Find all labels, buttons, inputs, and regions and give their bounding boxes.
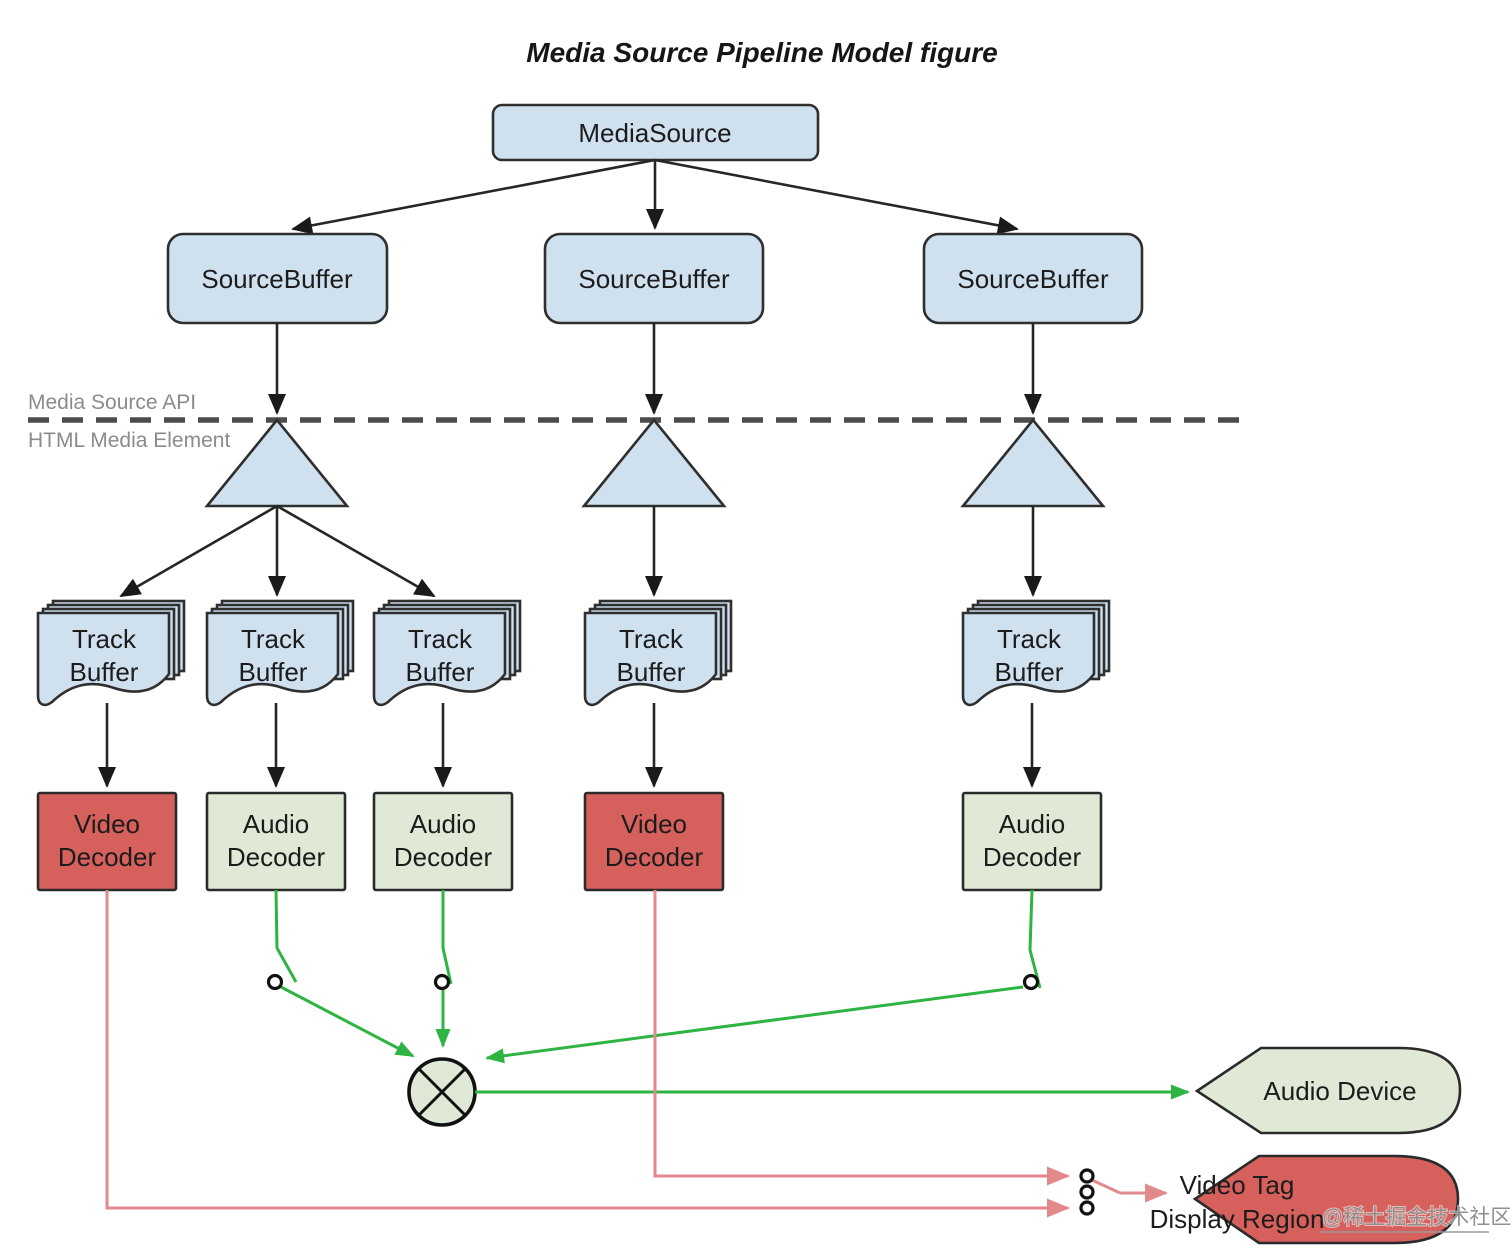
track-buffer-label-4b: Buffer (617, 657, 686, 687)
sourcebuffer-node-1: SourceBuffer (166, 232, 389, 325)
media-element-triangle-2 (581, 417, 727, 508)
audio-device-node: Audio Device (1194, 1046, 1462, 1135)
audio-device-shape (1194, 1046, 1462, 1135)
edge-mediaelement1-trackbuffer1 (119, 504, 278, 598)
sourcebuffer-label-2: SourceBuffer (578, 264, 730, 294)
track-buffer-page (36, 611, 171, 707)
audio-decoder-label-3a: Audio (999, 809, 1066, 839)
video-switch-icon-bottom (1079, 1200, 1095, 1216)
label-media-source-api: Media Source API (28, 391, 196, 414)
audio2-switch-lead (441, 890, 453, 985)
audio-switch-icon-2 (433, 973, 451, 991)
track-buffer-page (205, 611, 340, 707)
track-buffer-label-4a: Track (619, 624, 684, 654)
track-buffer-node-4: Track Buffer (583, 599, 733, 707)
track-buffer-label-3a: Track (408, 624, 473, 654)
video-tag-label-2: Display Region (1150, 1204, 1325, 1234)
audio1-switch-lead (274, 889, 298, 983)
audio-decoder-label-1a: Audio (243, 809, 310, 839)
audio-decoder-node-2: Audio Decoder (372, 791, 514, 892)
audio-decoder-label-1b: Decoder (227, 842, 326, 872)
video-tag-shape (1192, 1154, 1460, 1245)
video-decoder-node-2: Video Decoder (583, 791, 725, 892)
media-element-triangle-3 (960, 417, 1106, 508)
audio-decoder-label-3b: Decoder (983, 842, 1082, 872)
track-buffer-page (583, 611, 718, 707)
sourcebuffer-label-1: SourceBuffer (201, 264, 353, 294)
mediasource-label: MediaSource (578, 118, 731, 148)
track-buffer-label-5a: Track (997, 624, 1062, 654)
sourcebuffer-node-3: SourceBuffer (922, 232, 1144, 325)
track-buffer-label-5b: Buffer (995, 657, 1064, 687)
sourcebuffer-node-2: SourceBuffer (543, 232, 765, 325)
video1-to-switch (105, 890, 1070, 1218)
watermark: @稀土掘金技术社区 (1320, 1205, 1512, 1233)
video-switch-icon-top (1079, 1168, 1095, 1184)
track-buffer-node-5: Track Buffer (961, 599, 1111, 707)
audio-switch-icon-1 (266, 973, 284, 991)
diagram-title: Media Source Pipeline Model figure (526, 37, 997, 68)
audio-decoder-node-1: Audio Decoder (205, 791, 347, 892)
video-decoder-label-1a: Video (74, 809, 140, 839)
track-buffer-node-3: Track Buffer (372, 599, 522, 707)
track-buffer-label-3b: Buffer (406, 657, 475, 687)
track-buffer-label-2a: Track (241, 624, 306, 654)
track-buffer-label-1b: Buffer (70, 657, 139, 687)
audio-switch-icon-3 (1022, 973, 1040, 991)
audio3-to-mixer (485, 985, 1024, 1064)
track-buffer-node-2: Track Buffer (205, 599, 355, 707)
edge-mediasource-sourcebuffer-3 (654, 158, 1019, 235)
video-decoder-label-2b: Decoder (605, 842, 704, 872)
mixer-x-line (417, 1067, 467, 1117)
audio-decoder-label-2b: Decoder (394, 842, 493, 872)
video-tag-label-1: Video Tag (1180, 1170, 1295, 1200)
track-buffer-node-1: Track Buffer (36, 599, 186, 707)
track-buffer-label-1a: Track (72, 624, 137, 654)
video-tag-node: Video Tag Display Region (1150, 1154, 1460, 1245)
mediasource-node: MediaSource (491, 103, 820, 162)
video-decoder-label-1b: Decoder (58, 842, 157, 872)
audio3-switch-lead (1028, 889, 1042, 989)
audio-decoder-label-2a: Audio (410, 809, 477, 839)
edge-mediaelement1-trackbuffer3 (276, 504, 436, 598)
label-html-media-element: HTML Media Element (28, 429, 230, 452)
track-buffer-page (372, 611, 507, 707)
track-buffer-label-2b: Buffer (239, 657, 308, 687)
watermark-text: @稀土掘金技术社区 (1322, 1206, 1511, 1229)
audio1-to-mixer (280, 985, 415, 1058)
video2-to-switch (653, 890, 1070, 1186)
video-switch-icon-middle (1079, 1184, 1095, 1200)
video-switch-blade (1091, 1178, 1121, 1195)
video-decoder-label-2a: Video (621, 809, 687, 839)
sourcebuffer-label-3: SourceBuffer (957, 264, 1109, 294)
edge-mediasource-sourcebuffer-1 (291, 158, 656, 235)
audio-decoder-node-3: Audio Decoder (961, 791, 1103, 892)
video-decoder-node-1: Video Decoder (36, 791, 178, 892)
audio-mixer-icon (407, 1057, 477, 1127)
track-buffer-page (961, 611, 1096, 707)
audio-device-label: Audio Device (1263, 1076, 1416, 1106)
